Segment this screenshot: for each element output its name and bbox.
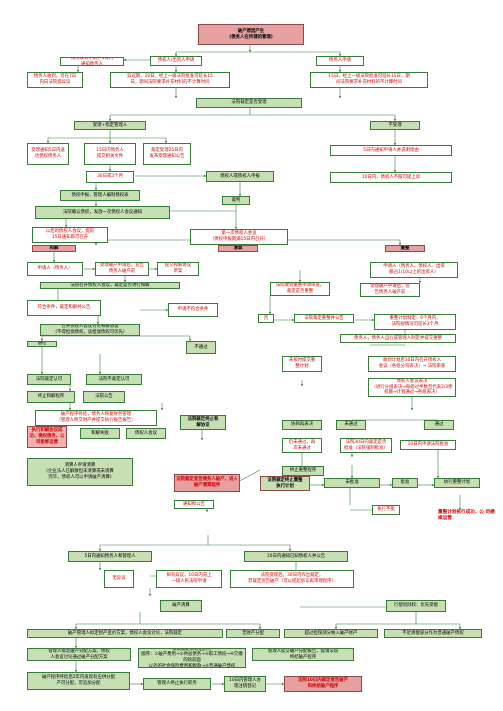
node-court-end-main: 法院裁定认可后执行 顺序：①破产费用→②共益债务→③职工债权→④欠缴的除前面 以… [138, 648, 246, 668]
node-exec-recovery: 执行和解协议成 功，债权债务，公 司能够运营 [27, 426, 67, 448]
start-node-bankruptcy-cause: 破产原因产生 (债务人在所辖的管理) [198, 24, 304, 45]
node-fail-exec: 和解失败 [80, 428, 120, 439]
node-announce-25: 裁定受理25日内 发布受理通知公告 [143, 143, 191, 165]
node-court-announce: 法院公告 [83, 391, 125, 403]
node-creditor-apply: 债务人申请 [316, 56, 364, 66]
node-debtor-apply: 债权人/出资人申请 [150, 56, 202, 66]
node-court-meeting: 法院确认债权，发放一次债权人会议通知 [35, 206, 170, 219]
node-no-assets: 无财产分配 [226, 629, 280, 638]
node-cancel: 管理人终止执行职务 [143, 678, 211, 690]
node-notify5: 5日内通知债务人和管理人 [68, 551, 152, 562]
node-ruling-15b: 15日，经上一级法院批准可延长15日，期 间法院要求补充材料的不计算时间 [310, 72, 428, 88]
node-exec-success: 重整计划执行成功，公 司继续运营 [438, 510, 495, 521]
node-meeting-15: 以后的债权人会议，提前 15日通知即可召开 [32, 227, 108, 243]
node-reorg-cond: 法院收到重整申请审查， 裁定是否重整 [270, 282, 330, 296]
node-day30: 30日或3个月 [86, 171, 134, 183]
node-admin-distribute: 破产管理人拟定财产变价方案，债权人会议讨论，法院裁定 [27, 629, 223, 638]
node-reconcile-agreement: 提交和解协议 草案 [157, 262, 199, 276]
node-reject: 不受理 [370, 121, 420, 130]
node-notify-5: 受理通知5日内送 达债权债务人 [27, 143, 69, 165]
node-exec-fail: 执行不能 [372, 505, 400, 515]
node-court-stop: 法院裁定终止重整 执行计划 [260, 476, 310, 491]
node-creditor-appeal10: 10日内，债权人不服可提上诉 [330, 172, 452, 183]
node-court-reject-appr: 法院不裁定认可 [86, 374, 142, 385]
node-objection: 如有异议，10日内向上 一级人民法院申请 [156, 570, 222, 588]
node-plan-meeting: 管理人拟定破产分配方案，债权 人会议讨论通过破产分配方案 [27, 648, 131, 661]
node-liq-notice: 通知和公告 [174, 500, 214, 509]
node-guarantee: 不足清偿部分作为普通破产债权 [384, 629, 482, 638]
node-end-plan: 终止重整程序 [282, 466, 324, 476]
node-court-ruling: 法院裁定是否受理 [196, 98, 302, 108]
node-not-approve: 未批准 [324, 478, 380, 488]
node-submit-plan: 受理破产申请后，宣告 债务人破产前 [95, 262, 149, 276]
node-neg-pass: 协商再表决 [282, 420, 322, 430]
node-first-meeting: 第一次债权人会议 （债权申报期满15日内召开） [190, 229, 288, 245]
node-approve-ruling: 法院受理后，30日内作出裁定， 若裁定宣告破产（可以提起诉讼再审理程序） [230, 570, 354, 588]
node-admin-report: 破产程序终结后2年内发现有应供分配 产可分配，可追加分配 [27, 672, 130, 690]
node-announce10: 10日内通知已知债权人并公告 [244, 551, 348, 562]
node-court-liq: 法院裁定终止和 解协议 [180, 415, 226, 430]
node-admin-claim: 债权申报，管理人编制债权表 [60, 190, 140, 201]
node-approve: 批准 [392, 478, 418, 488]
node-apply-debtor: 申请人（债务人） [27, 262, 83, 276]
node-reorg-apply: 申请人（债务人、债权人、出资 额占1/10以上的出资人） [370, 262, 458, 278]
node-accept: 受理+指定管理人 [74, 121, 146, 130]
node-ruling-15: 异议期，10日，经上一级法院批准可延长15 日，期间法院要求补充材料的不计算时间 [110, 72, 230, 88]
node-submit-15: 15日内债务人 提交相关文件 [84, 143, 136, 165]
node-not-pass: 未通过 [336, 420, 366, 430]
node-passed: 通过 [424, 420, 454, 430]
node-court-exec: 债权人会议 [126, 428, 166, 439]
node-claim-form: 裁判 [222, 196, 250, 205]
node-court-approve2: 收到计划后30日内召开债权人 会议（各组分别表决）→ 法院审查 [368, 356, 456, 372]
node-court-end: 行使别除权：优先受偿 [386, 600, 446, 612]
node-assets: 破产清算 [160, 600, 202, 612]
node-fail: 不通过 [186, 341, 216, 354]
node-creditor-declare: 债权人或债权人申报 [206, 171, 274, 182]
node-apply-non-coop: 申请不符合条件 [168, 303, 218, 317]
node-admin-plan: 债务人，债务人自行或管理人制定并提交重整 [340, 334, 456, 343]
node-cur-meeting2: 符合条件，裁定和解并公告 [27, 300, 101, 316]
node-still-fail: 仍未通过，再 次未通过 [282, 438, 322, 453]
node-liq-announce: 法院裁定宣告债务人破产，进入 破产清算程序 [174, 474, 240, 492]
node-reorg-accept: 受理破产申请后，宣 告债务人破产前 [360, 283, 420, 297]
node-file-apply: 法院收到申请，5日内 通知债务人 [60, 57, 124, 66]
node-exec-reconcile: 破产程序终结，债务人恢复财务管理 （管理人移交财产并提交执行报告报告） [35, 410, 157, 426]
node-court-vote: 召开债权人会议讨论和解协议 (不得担保债权，该担保债权可优先) [40, 324, 140, 336]
node-pass: 通过 [27, 341, 57, 347]
node-no-submit: 未按时提交重 整计划 [282, 356, 322, 372]
node-cleanup: 清算人申请清算 (企业法人已解散但未清算或未清算 完毕，债权人可以申请破产清算) [27, 458, 133, 486]
node-final: 法院10日内裁定宣告破产 和终结破产程序 [284, 676, 362, 692]
node-appeal-10: 5日内通知申请人并说明理由 [330, 145, 452, 156]
node-cancel-10: 10日内管理人办 理注销登记 [224, 676, 266, 692]
node-court-meeting2: 法院召开债权人会议，裁定是否进行和解 [40, 282, 180, 289]
node-reorganize-header: 重整 [385, 245, 425, 252]
node-admin-change: 终止和解程序 [27, 391, 75, 403]
node-creditor-vote: 债权人会议表决 （进行分组表决→每组过半数且代表2/3债 权额→计划通过→各组表… [368, 378, 456, 397]
node-exec-plan: 执行重整计划 [434, 478, 480, 488]
node-reorg-ruling: 法院裁定重整并公告 [294, 314, 354, 323]
node-court-ruling10: 10日内申请法院批准 [400, 440, 456, 450]
node-submit-assets: 管理人提交破产分配报告，提请法院 终结破产程序 [252, 648, 354, 661]
node-reorg-submit: 重整计划制定：6个月内， 法院视情况可延长3个月 [374, 314, 456, 330]
node-liquidation-header: 清算 [218, 245, 258, 252]
node-debtor-objection: 债务人收到，可在7日 内向法院提异议 [27, 72, 83, 88]
node-court-approve: 法院裁定认可 [27, 374, 71, 385]
node-reconcile-header: 和解 [32, 245, 76, 252]
node-no-property: 无异议 [104, 570, 134, 588]
node-others-end: 超过担保部分纳入破产财产 [284, 629, 378, 638]
node-req-court: 法院30日内裁定是否 批准（法院强制批准） [340, 438, 392, 453]
node-no: 否 [258, 314, 274, 323]
